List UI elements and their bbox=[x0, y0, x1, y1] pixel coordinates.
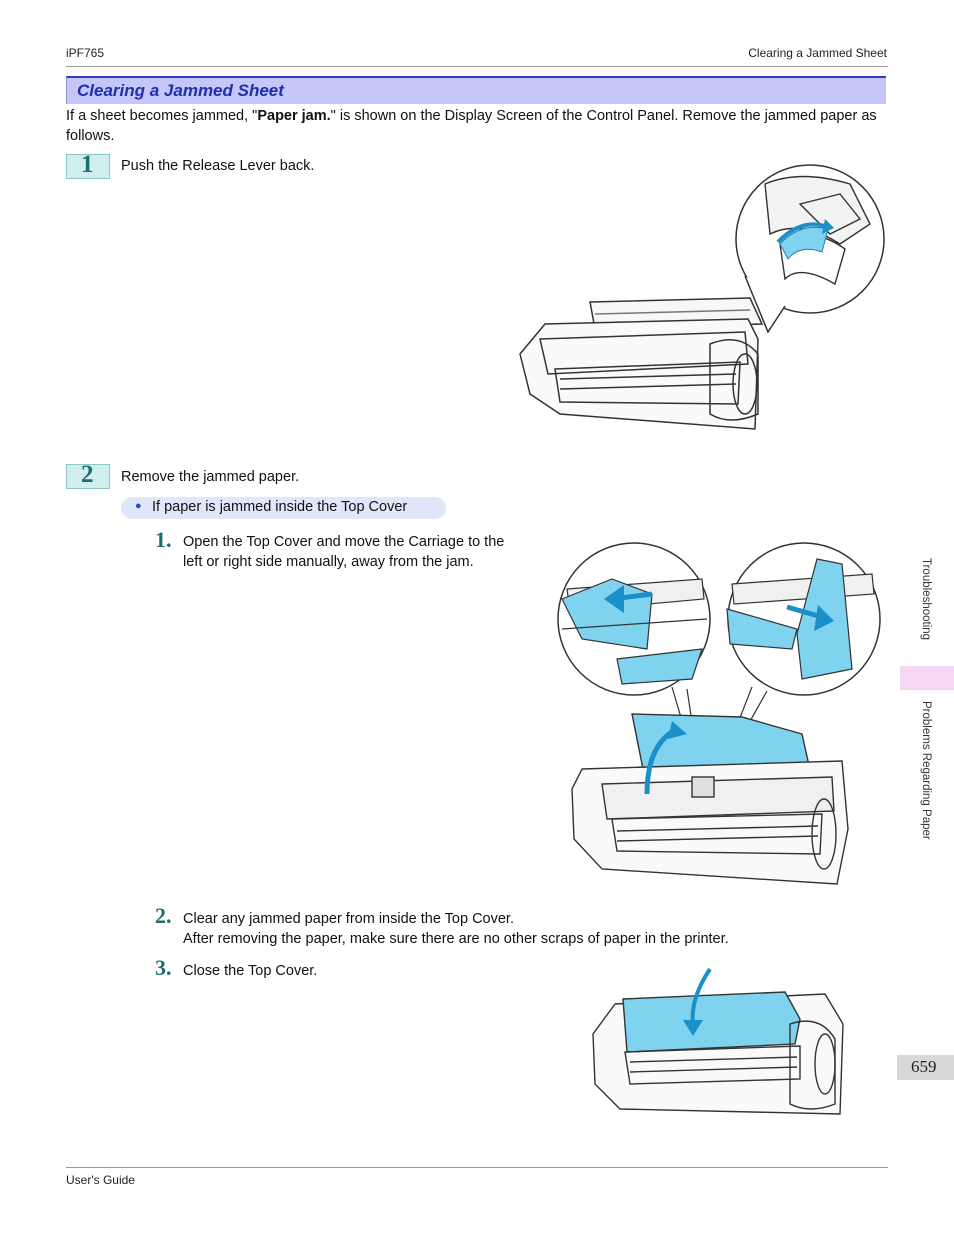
step-2-text: Remove the jammed paper. bbox=[121, 469, 300, 485]
intro-text-end: " is shown on the Display Screen of the … bbox=[66, 108, 877, 144]
header-section: Clearing a Jammed Sheet bbox=[748, 46, 887, 60]
footer-divider bbox=[66, 1167, 888, 1168]
section-title-bar: Clearing a Jammed Sheet bbox=[66, 76, 886, 104]
substep-2-line-1: Clear any jammed paper from inside the T… bbox=[183, 911, 514, 927]
open-cover-arrow-head bbox=[668, 721, 687, 739]
push-arrow bbox=[776, 222, 826, 244]
substep-2-line-2: After removing the paper, make sure ther… bbox=[183, 931, 729, 947]
page-number-box: 659 bbox=[897, 1055, 954, 1080]
intro-message-bold: Paper jam. bbox=[257, 108, 331, 124]
close-cover-arrow bbox=[690, 967, 712, 1025]
step-2-badge: 2 bbox=[66, 461, 110, 489]
page-title: Clearing a Jammed Sheet bbox=[77, 81, 284, 100]
step-1-text: Push the Release Lever back. bbox=[121, 158, 315, 174]
substep-3-text: Close the Top Cover. bbox=[183, 963, 318, 979]
footer-guide: User's Guide bbox=[66, 1173, 135, 1187]
step-2-number: 2 bbox=[81, 461, 94, 488]
substep-2-text: Clear any jammed paper from inside the T… bbox=[183, 909, 729, 949]
side-chapter-label: Troubleshooting bbox=[920, 558, 932, 641]
arrow-right-head bbox=[814, 605, 834, 631]
header-divider bbox=[66, 66, 888, 67]
intro-text-start: If a sheet becomes jammed, " bbox=[66, 108, 258, 124]
move-carriage-illustration bbox=[552, 539, 888, 895]
substep-2-number: 2. bbox=[155, 903, 172, 928]
lever-highlight bbox=[779, 226, 829, 260]
intro-paragraph: If a sheet becomes jammed, "Paper jam." … bbox=[66, 106, 886, 146]
substep-1-line-1: Open the Top Cover and move the Carriage… bbox=[183, 534, 505, 550]
magnifier-pointer bbox=[744, 275, 786, 334]
step-1-number: 1 bbox=[81, 151, 94, 178]
printer-body bbox=[519, 297, 764, 430]
side-section-label: Problems Regarding Paper bbox=[920, 701, 932, 840]
bullet-text: If paper is jammed inside the Top Cover bbox=[152, 499, 408, 515]
step-1-badge: 1 bbox=[66, 151, 110, 179]
arrow-right bbox=[786, 604, 823, 620]
arrow-left-head bbox=[604, 585, 624, 613]
push-arrow-head bbox=[822, 219, 834, 234]
header-model: iPF765 bbox=[66, 46, 105, 60]
page-number: 659 bbox=[911, 1057, 937, 1076]
close-cover-illustration bbox=[585, 964, 847, 1124]
release-lever-illustration bbox=[500, 164, 888, 442]
substep-1-number: 1. bbox=[155, 527, 172, 552]
lever-detail bbox=[764, 175, 871, 286]
substep-1-text: Open the Top Cover and move the Carriage… bbox=[183, 532, 504, 572]
substep-1-line-2: left or right side manually, away from t… bbox=[183, 554, 474, 570]
condition-bullet: ● If paper is jammed inside the Top Cove… bbox=[121, 497, 446, 519]
substep-3-number: 3. bbox=[155, 955, 172, 980]
printer-closed bbox=[592, 991, 844, 1115]
bullet-icon: ● bbox=[135, 500, 142, 512]
side-tab-marker bbox=[900, 666, 954, 690]
close-cover-arrow-head bbox=[683, 1020, 703, 1036]
